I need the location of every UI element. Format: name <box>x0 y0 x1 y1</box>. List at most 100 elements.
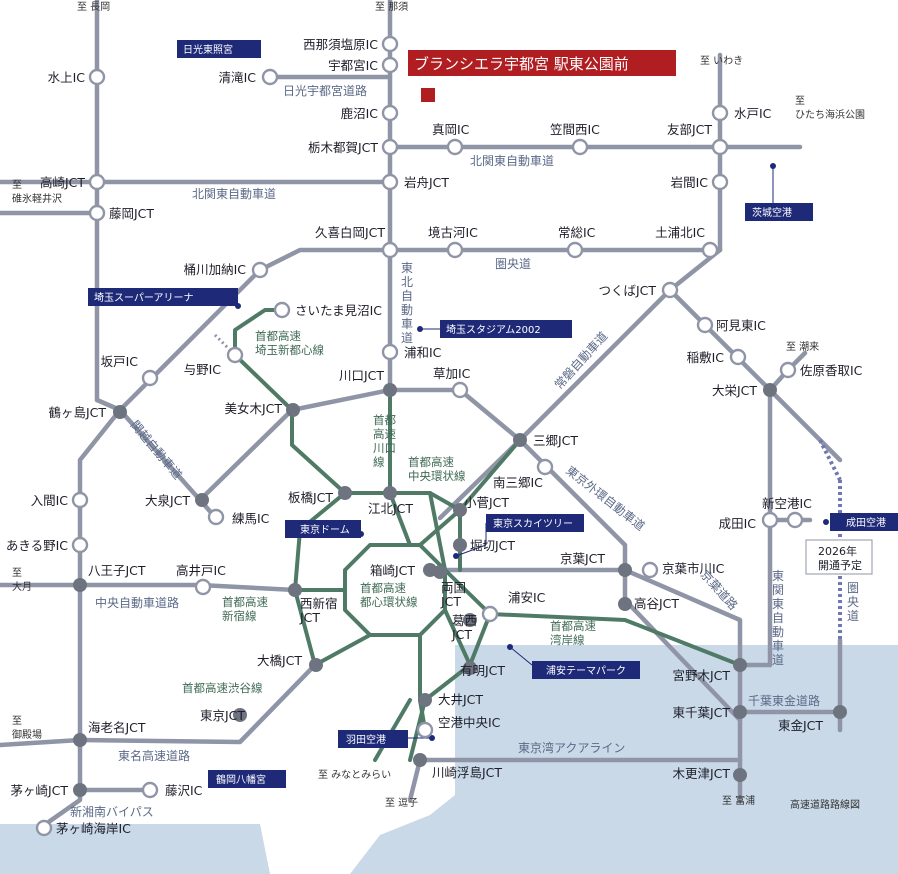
ic-node-amiHigashi <box>696 316 714 334</box>
road-label-chiba_togane: 千葉東金道路 <box>748 693 820 708</box>
svg-text:西新宿: 西新宿 <box>300 596 338 611</box>
svg-text:至: 至 <box>795 95 805 107</box>
label-kukishiraoka: 久喜白岡JCT <box>315 225 385 240</box>
label-kawasakiukishima: 川崎浮島JCT <box>432 765 502 780</box>
label-bijogi: 美女木JCT <box>224 401 282 416</box>
svg-text:三郷JCT: 三郷JCT <box>533 433 578 448</box>
label-tsurugashima: 鶴ヶ島JCT <box>48 405 106 420</box>
svg-text:至 那須: 至 那須 <box>375 1 408 13</box>
svg-text:南三郷IC: 南三郷IC <box>493 475 543 490</box>
jct-node-chigasaki <box>73 783 87 797</box>
footnote: 高速道路路線図 <box>790 798 860 811</box>
svg-text:茅ヶ崎海岸IC: 茅ヶ崎海岸IC <box>56 821 131 836</box>
jct-node-tsurugashima <box>113 405 127 419</box>
svg-text:碓氷軽井沢: 碓氷軽井沢 <box>12 192 62 205</box>
shuto-label-shibuya: 首都高速渋谷線 <box>182 681 263 695</box>
jct-node-kosuge <box>453 503 467 517</box>
label-yono: 与野IC <box>184 362 222 377</box>
ic-node-joso <box>566 241 584 259</box>
svg-text:両国: 両国 <box>441 580 466 595</box>
svg-text:道: 道 <box>772 653 784 667</box>
svg-text:東名高速道路: 東名高速道路 <box>118 748 190 763</box>
svg-text:あきる野IC: あきる野IC <box>6 538 68 553</box>
svg-text:央: 央 <box>847 595 859 609</box>
direction-itako: 至 潮来 <box>786 340 819 353</box>
svg-text:川口JCT: 川口JCT <box>339 368 384 383</box>
label-kohoku: 江北JCT <box>368 501 413 516</box>
svg-text:常総IC: 常総IC <box>558 225 596 240</box>
label-kiyotaki: 清滝IC <box>219 70 257 85</box>
label-fujisawa: 藤沢IC <box>165 783 203 798</box>
svg-text:ブランシエラ宇都宮 駅東公園前: ブランシエラ宇都宮 駅東公園前 <box>414 55 629 73</box>
svg-text:首都高速: 首都高速 <box>255 329 301 343</box>
svg-text:練馬IC: 練馬IC <box>232 511 270 526</box>
label-kosuge: 小菅JCT <box>464 495 509 510</box>
jct-node-kasai <box>463 613 477 627</box>
svg-text:与野IC: 与野IC <box>184 362 222 377</box>
jct-node-higashichiba <box>733 705 747 719</box>
label-ohashi: 大橋JCT <box>257 653 302 668</box>
label-takaido: 高井戸IC <box>176 563 226 578</box>
svg-text:高速: 高速 <box>373 427 396 441</box>
ic-node-saitamaminuma <box>273 301 291 319</box>
svg-text:海老名JCT: 海老名JCT <box>88 720 146 735</box>
sagami-bay-water <box>0 824 270 874</box>
ic-node-okegawakano <box>251 261 269 279</box>
svg-text:岩間IC: 岩間IC <box>671 175 709 190</box>
label-oizumi: 大泉JCT <box>145 493 190 508</box>
jct-node-togane <box>833 705 847 719</box>
poi-skytree: 東京スカイツリー <box>453 514 584 559</box>
jct-node-horikiri <box>453 538 467 552</box>
jct-node-kawaguchi <box>383 383 397 397</box>
label-amiHigashi: 阿見東IC <box>716 318 766 333</box>
svg-text:JCT: JCT <box>440 594 461 609</box>
svg-text:JCT: JCT <box>299 610 320 625</box>
ic-node-mooka <box>446 138 464 156</box>
jct-node-misato <box>513 433 527 447</box>
svg-text:笠間西IC: 笠間西IC <box>550 122 600 137</box>
svg-text:美女木JCT: 美女木JCT <box>224 401 282 416</box>
label-kanuma: 鹿沼IC <box>341 106 379 121</box>
label-tokyojct: 東京JCT <box>200 708 245 723</box>
label-tsuchiurakita: 土浦北IC <box>655 225 705 240</box>
svg-text:至: 至 <box>12 715 22 727</box>
svg-text:清滝IC: 清滝IC <box>219 70 257 85</box>
svg-text:東: 東 <box>401 261 413 275</box>
ic-node-minakami <box>88 68 106 86</box>
svg-text:関越自動車道: 関越自動車道 <box>128 418 185 482</box>
label-oei: 大栄JCT <box>712 383 757 398</box>
ic-node-soka <box>451 381 469 399</box>
svg-text:大栄JCT: 大栄JCT <box>712 383 757 398</box>
poi-nikko: 日光東照宮 <box>177 40 261 58</box>
svg-text:動: 動 <box>401 303 413 317</box>
svg-text:日光宇都宮道路: 日光宇都宮道路 <box>283 83 367 98</box>
svg-text:JCT: JCT <box>451 627 472 642</box>
jct-node-oizumi <box>195 493 209 507</box>
svg-text:大井JCT: 大井JCT <box>438 692 483 707</box>
jct-node-ohashi <box>309 658 323 672</box>
ic-node-tsukuba <box>661 281 679 299</box>
svg-text:ひたち海浜公園: ひたち海浜公園 <box>795 108 865 121</box>
svg-text:北関東自動車道: 北関東自動車道 <box>192 187 276 201</box>
label-tomobe: 友部JCT <box>667 122 712 137</box>
label-miyanogi: 宮野木JCT <box>672 668 730 683</box>
ic-node-takasaki <box>88 173 106 191</box>
road-label-shinshonan: 新湘南バイパス <box>70 804 154 819</box>
ic-node-inashiki <box>729 348 747 366</box>
svg-text:江北JCT: 江北JCT <box>368 501 413 516</box>
ic-node-narita <box>761 511 779 529</box>
road-label-chuo: 中央自動車道路 <box>95 595 179 610</box>
poi-ssa: 埼玉スーパーアリーナ <box>88 288 241 309</box>
jct-node-keiyo <box>618 563 632 577</box>
label-hachioji: 八王子JCT <box>88 563 146 578</box>
ic-node-fujisawa <box>141 781 159 799</box>
svg-text:東京スカイツリー: 東京スカイツリー <box>493 517 573 530</box>
svg-text:首都: 首都 <box>373 413 396 427</box>
svg-text:至: 至 <box>12 567 22 579</box>
svg-text:東金JCT: 東金JCT <box>778 718 823 733</box>
